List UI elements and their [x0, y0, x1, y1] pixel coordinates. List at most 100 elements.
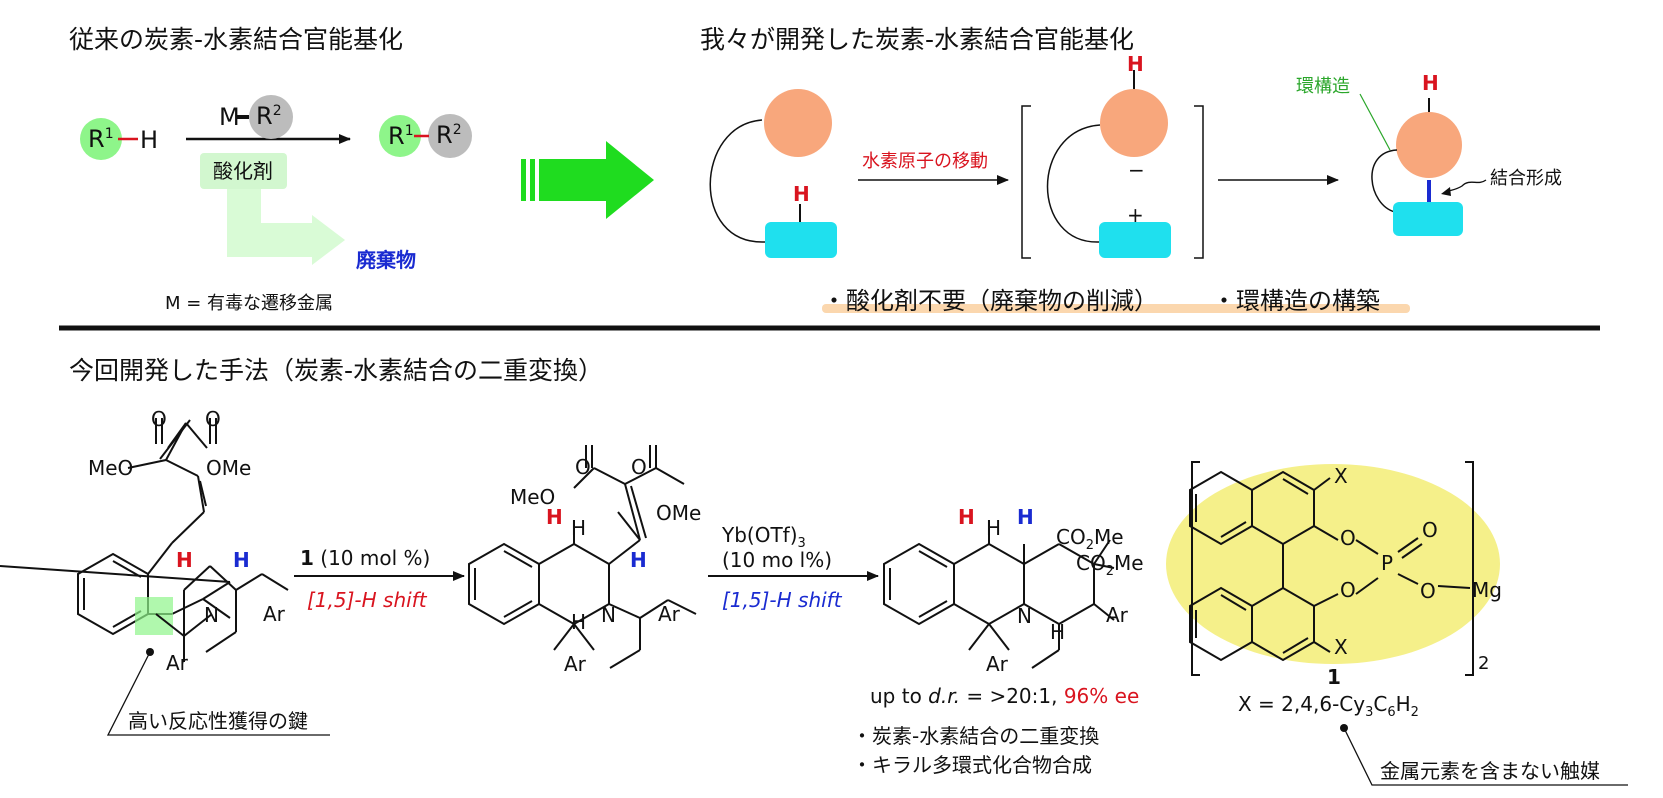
big-arrow [539, 141, 654, 219]
h-label: H [140, 126, 159, 154]
intermediate-structure [468, 445, 697, 669]
bullet-highlight-band [822, 304, 1410, 313]
cation-sign: + [1127, 203, 1144, 227]
cat-compound-number: 1 [1327, 665, 1341, 689]
int-h-1: H [571, 516, 587, 540]
cat-dimer-subscript: 2 [1478, 653, 1490, 674]
sm-ar-2: Ar [166, 651, 188, 675]
cat-o-3: O [1340, 578, 1356, 602]
tether-arc-1 [709, 119, 766, 243]
bracket-right [1194, 105, 1204, 259]
int-o-2: O [631, 455, 647, 479]
cat-formula: X = 2,4,6-Cy3C6H2 [1238, 692, 1419, 720]
prod-h-1: H [986, 516, 1002, 540]
waste-arrow [227, 189, 318, 257]
cyan-block-2 [1099, 222, 1171, 258]
prod-co2me-2-sub: 2 [1105, 564, 1114, 579]
sm-n: N [204, 603, 219, 627]
catalyst-highlight [1166, 464, 1500, 664]
catalyst-structure [1189, 470, 1471, 662]
tether-arc-2 [1046, 124, 1101, 243]
product-r2-label: R2 [436, 121, 462, 149]
catalyst-bracket-left [1191, 461, 1200, 676]
starting-material-chain [155, 565, 289, 662]
int-ar-2: Ar [564, 652, 586, 676]
ring-label-line [1359, 93, 1391, 151]
oxidant-box [200, 153, 287, 189]
sm-o-1: O [151, 407, 167, 431]
int-ome: OMe [656, 501, 702, 525]
h-atom-2: H [1127, 52, 1144, 76]
int-o-1: O [575, 455, 591, 479]
int-ar-1: Ar [658, 602, 680, 626]
int-h-red: H [546, 505, 563, 529]
cat-o-2: O [1422, 518, 1438, 542]
bond-formation-label: 結合形成 [1490, 168, 1562, 189]
catalyst-pointer-line [1343, 727, 1628, 786]
prod-h-2: H [1050, 620, 1066, 644]
sm-meo: MeO [88, 456, 134, 480]
r1-superscript: 1 [104, 126, 114, 142]
advantage-bullet-1: ・酸化剤不要（廃棄物の削減） [822, 287, 1158, 315]
reagent-m-label: M [219, 103, 240, 131]
ring-label: 環構造 [1296, 76, 1350, 97]
product-r2-superscript: 2 [452, 122, 462, 138]
int-h-blue: H [630, 548, 647, 572]
orange-circle-1 [764, 89, 832, 157]
developed-title: 我々が開発した炭素-水素結合官能基化 [700, 25, 1135, 54]
sm-h-red: H [176, 548, 193, 572]
transfer-label: 水素原子の移動 [862, 151, 988, 172]
step2-loading: (10 mo l%) [722, 548, 833, 572]
tether-arc-3 [1371, 149, 1398, 213]
reagent-r2-label: R2 [256, 102, 282, 130]
big-arrow-stripe-1 [521, 159, 526, 201]
step2-shift: [1,5]-H shift [722, 588, 842, 612]
r1-label: R1 [88, 125, 114, 153]
big-arrow-stripe-2 [530, 159, 535, 201]
cyan-block-3 [1393, 202, 1463, 236]
prod-ar-1: Ar [1106, 603, 1128, 627]
prod-co2me-2: CO2Me [1076, 551, 1144, 579]
prod-ar-2: Ar [986, 652, 1008, 676]
cat-formula-sub-3: 2 [1410, 705, 1419, 720]
product-r1-circle [379, 115, 421, 157]
step1-catalyst: 1 (10 mol %) [300, 546, 431, 570]
sm-o-2: O [205, 407, 221, 431]
r1-circle [80, 118, 122, 160]
oxidant-label: 酸化剤 [213, 159, 273, 183]
cat-p: P [1381, 551, 1394, 575]
cat-formula-sub-1: 3 [1365, 705, 1374, 720]
bracket-left [1021, 105, 1031, 259]
catalyst-bracket-right [1465, 461, 1474, 676]
bond-label-squiggle [1445, 179, 1487, 193]
int-meo: MeO [510, 485, 556, 509]
int-n: N [601, 603, 616, 627]
h-atom-1: H [793, 182, 810, 206]
product-r2-circle [428, 114, 472, 158]
cat-o-1: O [1340, 526, 1356, 550]
cat-x-bot: X [1334, 635, 1348, 659]
product-r1-label: R1 [388, 122, 414, 150]
prod-co2me-1-sub: 2 [1085, 538, 1094, 553]
step1-shift: [1,5]-H shift [307, 588, 427, 612]
cat-mg: Mg [1472, 578, 1502, 602]
prod-h-red: H [958, 505, 975, 529]
sm-ar-1: Ar [263, 602, 285, 626]
h-atom-3: H [1422, 71, 1439, 95]
orange-circle-2 [1100, 89, 1168, 157]
sm-h-blue: H [233, 548, 250, 572]
method-title: 今回開発した手法（炭素-水素結合の二重変換） [69, 356, 604, 385]
conventional-title: 従来の炭素-水素結合官能基化 [69, 25, 404, 54]
waste-arrow-head [312, 215, 345, 265]
cat-formula-sub-2: 6 [1387, 705, 1396, 720]
prod-h-blue: H [1017, 505, 1034, 529]
product-bullet-1: ・炭素-水素結合の二重変換 [852, 724, 1100, 748]
product-r1-superscript: 1 [404, 123, 414, 139]
starting-material-structure [0, 418, 231, 636]
metal-note: M = 有毒な遷移金属 [165, 293, 334, 314]
cat-x-top: X [1334, 464, 1348, 488]
key-pointer-line [106, 651, 330, 736]
int-h-2: H [571, 610, 587, 634]
prod-n: N [1017, 604, 1032, 628]
